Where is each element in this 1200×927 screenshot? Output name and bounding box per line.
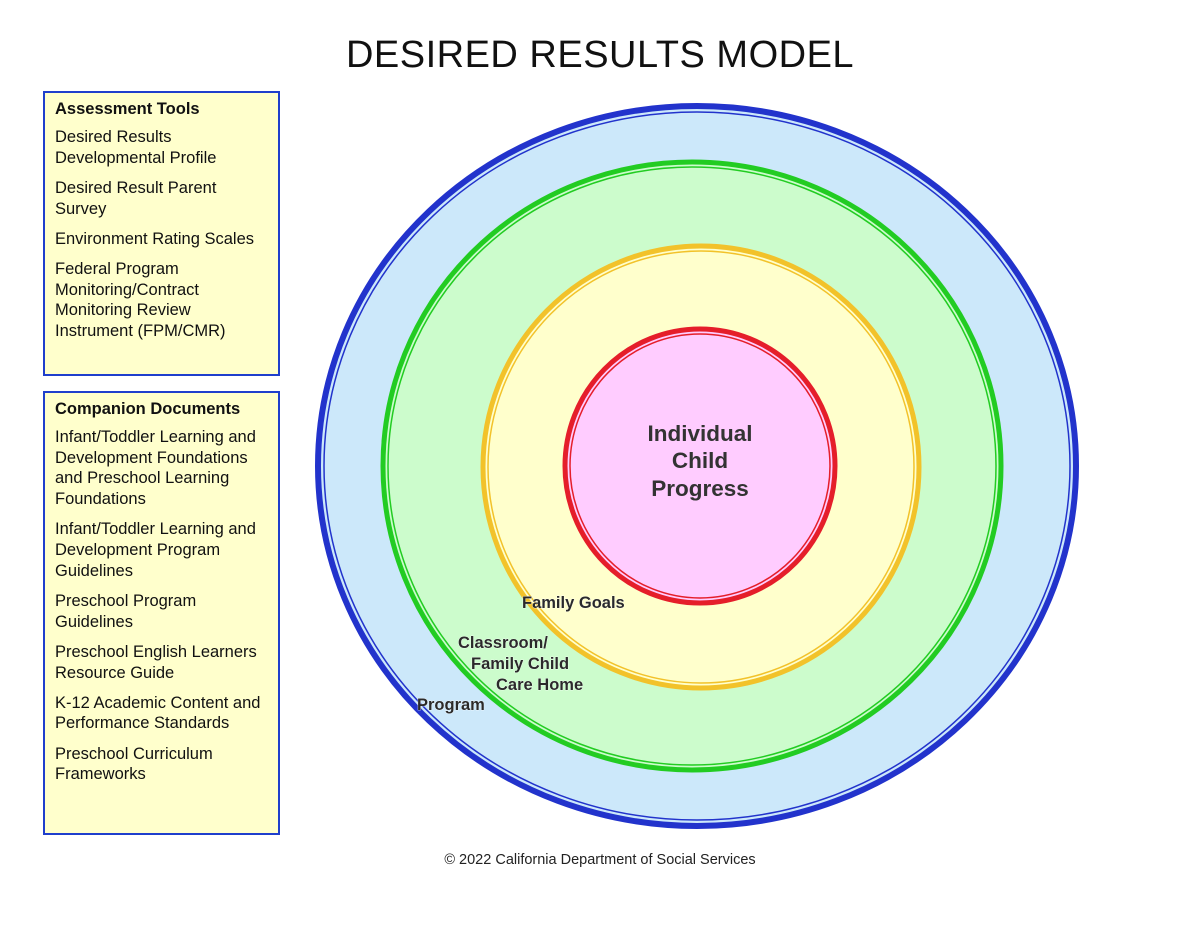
copyright-footer: © 2022 California Department of Social S… <box>444 852 756 868</box>
list-item: Desired Result Parent Survey <box>55 178 217 218</box>
center-circle-inner-line <box>569 333 831 599</box>
assessment-tools-list: Desired Results Developmental Profile De… <box>55 127 270 342</box>
program-ring-inner-line <box>323 111 1071 821</box>
classroom-ring-inner-line <box>387 166 997 766</box>
family-ring-inner-line <box>487 250 915 684</box>
list-item: Environment Rating Scales <box>55 229 255 248</box>
family-goals-label: Family Goals <box>522 594 625 612</box>
assessment-tools-panel: Assessment Tools Desired Results Develop… <box>43 91 280 376</box>
list-item: K-12 Academic Content and Performance St… <box>55 693 261 733</box>
classroom-label-line-3: Care Home <box>496 676 583 694</box>
center-label-line-2: Child <box>672 448 728 473</box>
center-circle <box>562 326 838 606</box>
list-item: Infant/Toddler Learning and Development … <box>55 520 256 580</box>
assessment-tools-heading: Assessment Tools <box>55 100 200 118</box>
center-label-line-3: Progress <box>651 476 749 501</box>
program-label: Program <box>417 696 485 714</box>
classroom-label-line-2: Family Child <box>471 655 569 673</box>
companion-documents-heading: Companion Documents <box>55 400 241 418</box>
center-label-line-1: Individual <box>647 421 752 446</box>
companion-documents-list: Infant/Toddler Learning and Development … <box>55 427 270 785</box>
list-item: Preschool Program Guidelines <box>55 591 197 631</box>
list-item: Desired Results Developmental Profile <box>55 128 217 167</box>
list-item: Preschool Curriculum Frameworks <box>55 744 213 784</box>
list-item: Preschool English Learners Resource Guid… <box>55 642 257 682</box>
list-item: Infant/Toddler Learning and Development … <box>55 428 256 509</box>
list-item: Federal Program Monitoring/Contract Moni… <box>55 260 226 341</box>
page-title: DESIRED RESULTS MODEL <box>345 34 855 76</box>
classroom-label-line-1: Classroom/ <box>458 634 548 652</box>
companion-documents-panel: Companion Documents Infant/Toddler Learn… <box>43 391 280 835</box>
